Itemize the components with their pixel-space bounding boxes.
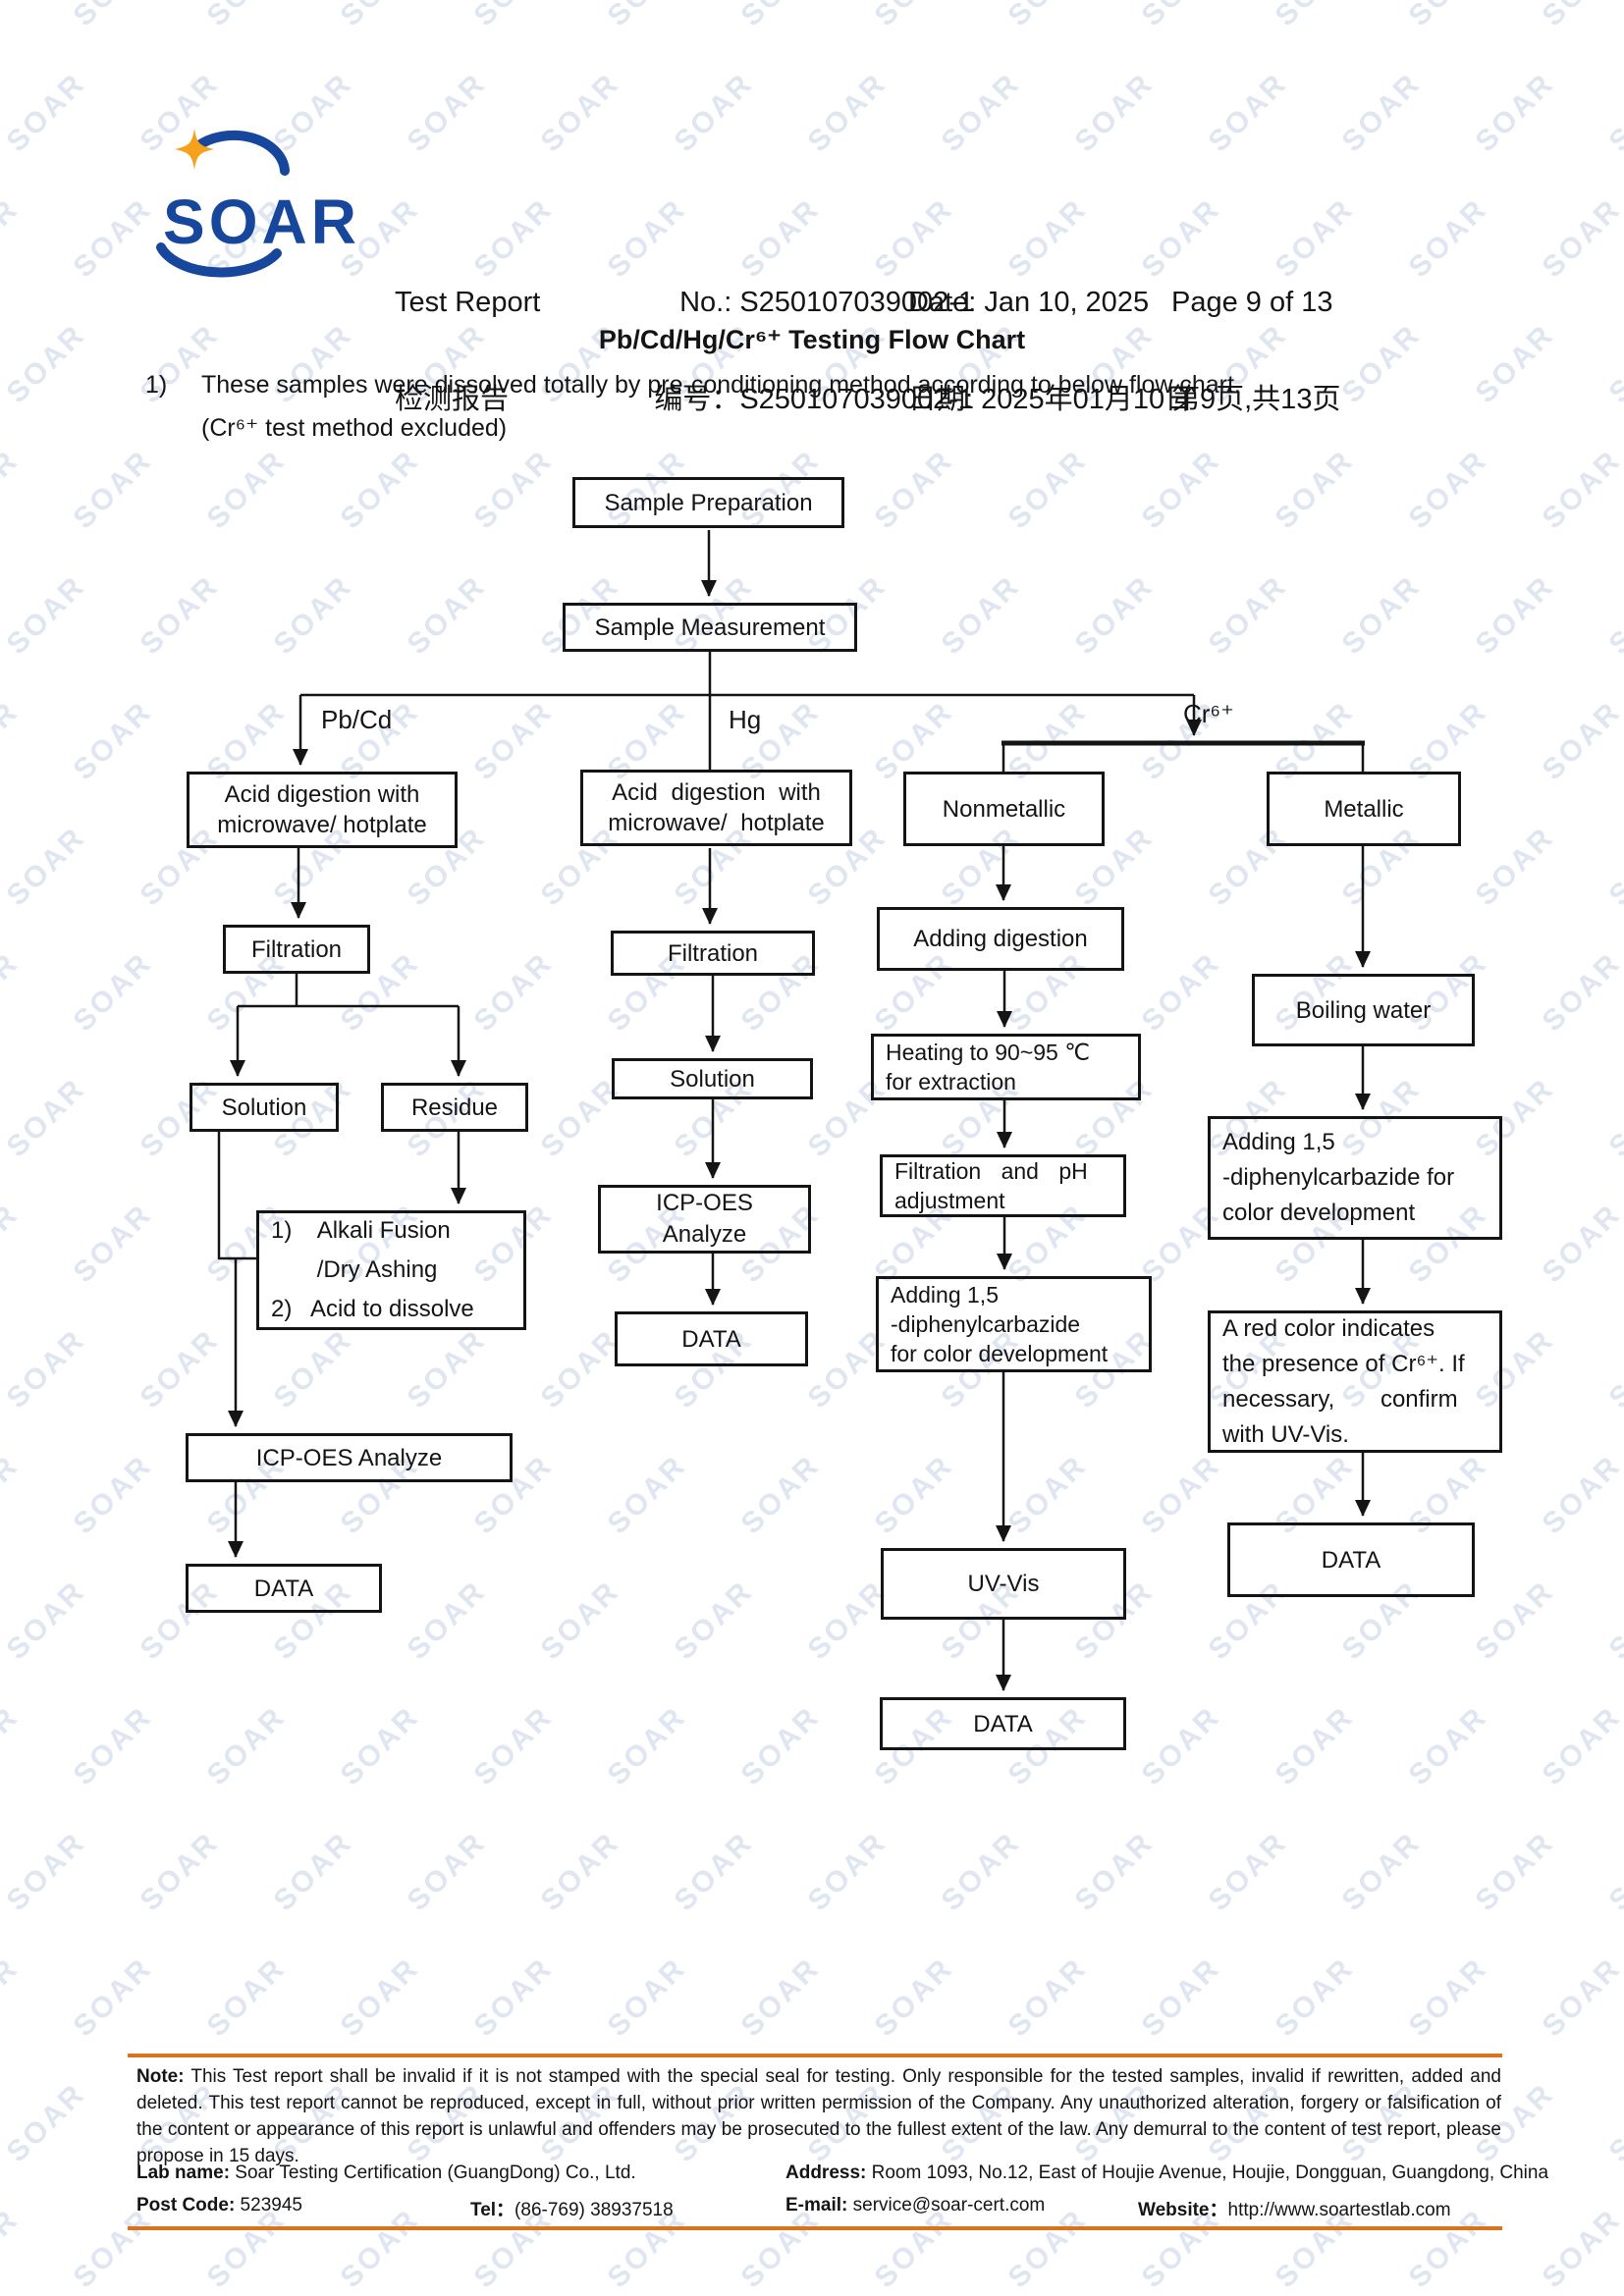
intro-line2: (Cr⁶⁺ test method excluded) [201,414,508,442]
flow-node-red-color-note: A red color indicates the presence of Cr… [1208,1310,1502,1453]
flow-node-sample-measurement: Sample Measurement [563,603,857,652]
flow-node-metallic: Metallic [1267,772,1461,846]
flow-node-icp-oes-hg: ICP-OES Analyze [598,1185,811,1254]
tel-value: (86-769) 38937518 [514,2200,674,2220]
branch-label-cr6: Cr⁶⁺ [1183,699,1234,728]
flow-node-residue: Residue [381,1083,528,1132]
website-value: http://www.soartestlab.com [1227,2200,1451,2220]
footer-tel: Tel：(86-769) 38937518 [470,2195,674,2221]
flow-node-filtration-hg: Filtration [611,931,815,976]
flow-node-acid-digestion-pbcd: Acid digestion with microwave/ hotplate [187,772,458,848]
footer-bottom-rule [128,2226,1502,2230]
date-en: Date: Jan 10, 2025 [908,287,1150,318]
flow-node-data-nonmetallic: DATA [880,1697,1126,1750]
flow-node-filtration-pbcd: Filtration [223,925,370,974]
flow-node-heating-extraction: Heating to 90~95 ℃ for extraction [871,1034,1141,1100]
flow-node-icp-oes-pbcd: ICP-OES Analyze [186,1433,513,1482]
footer-post-code: Post Code: 523945 [136,2195,302,2216]
footer-lab-name: Lab name: Soar Testing Certification (Gu… [136,2163,636,2184]
tel-label: Tel： [470,2200,515,2220]
logo-text: SOAR [163,187,360,257]
report-label-en: Test Report [395,287,541,318]
branch-label-hg: Hg [729,705,762,734]
logo-top-swoosh-icon [191,130,290,176]
footer-note-text: This Test report shall be invalid if it … [136,2066,1501,2166]
report-no-zh: 编号：S250107039002-1 [654,384,974,415]
flow-node-boiling-water: Boiling water [1252,974,1475,1046]
footer-note: Note: This Test report shall be invalid … [136,2063,1501,2169]
flow-node-adding-digestion: Adding digestion [877,907,1124,971]
footer-top-rule [128,2054,1502,2057]
footer-email: E-mail: service@soar-cert.com [785,2195,1045,2216]
flow-node-solution-hg: Solution [612,1058,813,1099]
header-date: Date: Jan 10, 2025 日期: 2025年01月10日 [908,222,1193,481]
page-number-en: Page 9 of 13 [1171,287,1333,318]
intro-line1: These samples were dissolved totally by … [201,371,1241,399]
flow-node-solution-pbcd: Solution [189,1083,339,1132]
flow-node-diphenylcarbazide-metallic: Adding 1,5 -diphenylcarbazide for color … [1208,1116,1502,1240]
page-number-zh: 第9页,共13页 [1171,384,1341,415]
header-page: Page 9 of 13 第9页,共13页 [1171,222,1340,481]
soar-logo: SOAR [156,129,360,278]
address-value: Room 1093, No.12, East of Houjie Avenue,… [866,2163,1549,2183]
footer-address: Address: Room 1093, No.12, East of Houji… [785,2163,1548,2184]
flow-node-alkali-fusion: 1) Alkali Fusion /Dry Ashing 2) Acid to … [256,1210,526,1330]
flow-node-diphenylcarbazide-nonmetallic: Adding 1,5 -diphenylcarbazide for color … [876,1276,1152,1372]
lab-name-label: Lab name: [136,2163,231,2183]
flow-node-data-hg: DATA [615,1311,808,1366]
lab-name-value: Soar Testing Certification (GuangDong) C… [230,2163,636,2183]
logo-star-icon [175,129,214,170]
flow-node-filtration-ph: Filtration and pH adjustment [880,1154,1126,1217]
flow-node-sample-preparation: Sample Preparation [572,477,844,528]
report-label-zh: 检测报告 [395,384,510,415]
post-code-value: 523945 [235,2195,302,2216]
header-report-no: No.: S250107039002-1 编号：S250107039002-1 [589,222,974,481]
flow-node-data-pbcd: DATA [186,1564,382,1613]
flow-node-nonmetallic: Nonmetallic [903,772,1105,846]
email-value: service@soar-cert.com [847,2195,1046,2216]
page-title: Pb/Cd/Hg/Cr⁶⁺ Testing Flow Chart [598,325,1026,354]
email-label: E-mail: [785,2195,848,2216]
report-no-en: No.: S250107039002-1 [679,287,974,318]
branch-label-pbcd: Pb/Cd [321,705,393,734]
footer-website: Website：http://www.soartestlab.com [1138,2195,1451,2221]
website-label: Website： [1138,2200,1228,2220]
logo-bottom-swoosh-icon [156,242,282,278]
flow-node-acid-digestion-hg: Acid digestion with microwave/ hotplate [580,770,852,846]
address-label: Address: [785,2163,867,2183]
footer-note-label: Note: [136,2066,185,2087]
flow-node-data-metallic: DATA [1227,1522,1475,1597]
flow-node-uv-vis: UV-Vis [881,1548,1126,1620]
intro-index: 1) [145,371,168,399]
header-report-label: Test Report 检测报告 [395,222,540,481]
post-code-label: Post Code: [136,2195,236,2216]
